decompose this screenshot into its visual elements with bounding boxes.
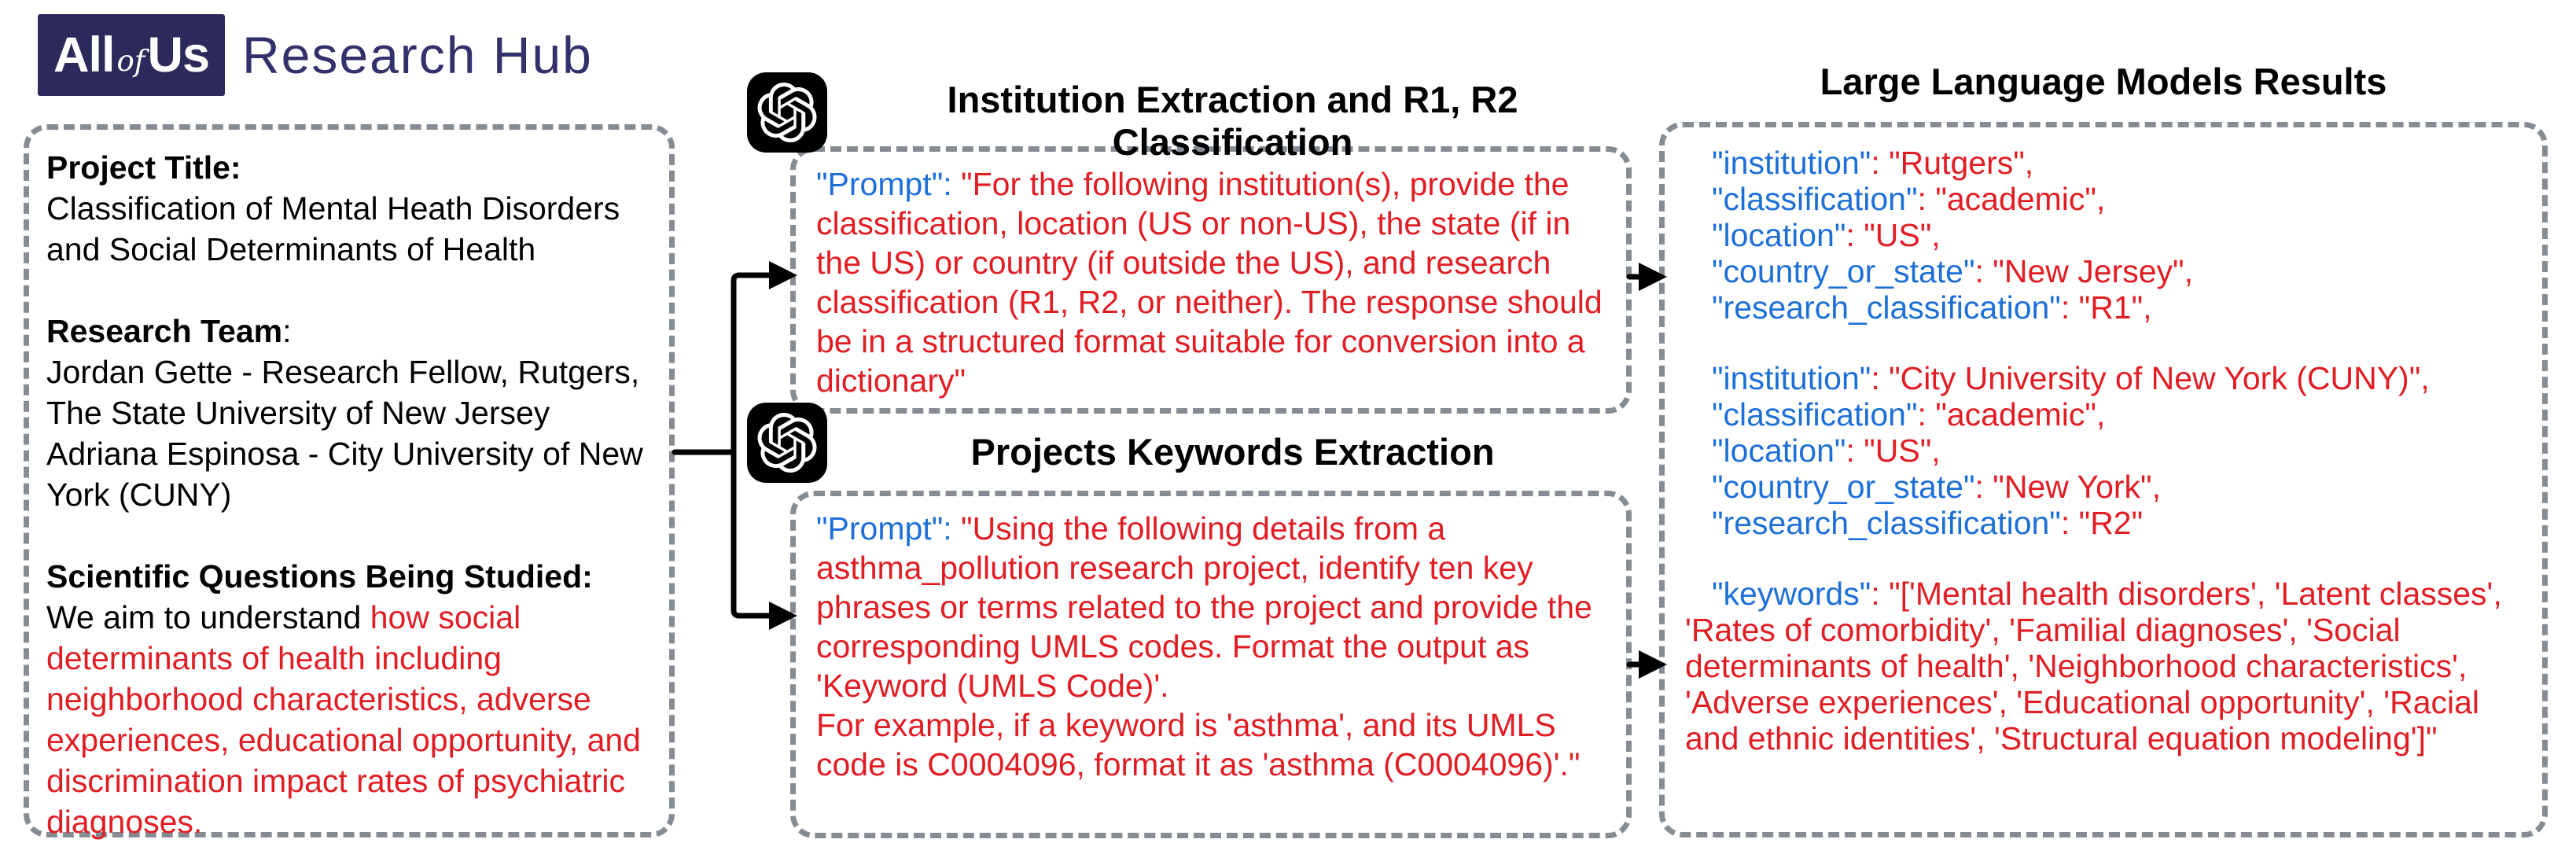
team-member-1: Jordan Gette - Research Fellow, Rutgers,… (46, 354, 640, 431)
llm-results-box: "institution": "Rutgers", "classificatio… (1659, 122, 2548, 837)
step2-prompt-value: "Using the following details from a asth… (816, 510, 1592, 704)
step2-prompt-key: "Prompt": (816, 510, 952, 547)
keywords-key: "keywords" (1712, 576, 1871, 612)
research-hub-wordmark: Research Hub (242, 26, 593, 84)
scientific-questions-label: Scientific Questions Being Studied: (46, 558, 593, 594)
result-pair: "classification": "academic", (1712, 396, 2106, 432)
logo-of-text: of (116, 43, 145, 78)
scientific-questions-section: Scientific Questions Being Studied: We a… (46, 556, 652, 842)
questions-intro-text: We aim to understand (46, 599, 370, 635)
research-team-section: Research Team: Jordan Gette - Research F… (46, 311, 652, 515)
team-member-2: Adriana Espinosa - City University of Ne… (46, 436, 643, 513)
result-pair: "research_classification": "R2" (1712, 505, 2144, 541)
project-title-text: Classification of Mental Heath Disorders… (46, 190, 620, 267)
result-pair: "research_classification": "R1", (1712, 289, 2152, 326)
questions-highlight-text: how social determinants of health includ… (46, 599, 641, 840)
step2-prompt-example: For example, if a keyword is 'asthma', a… (816, 707, 1581, 782)
research-team-label: Research Team (46, 313, 283, 349)
result-pair: "country_or_state": "New York", (1712, 469, 2162, 505)
result-pair: "institution": "City University of New Y… (1712, 360, 2430, 396)
result-pair: "location": "US", (1712, 432, 1941, 469)
result-pair: "country_or_state": "New Jersey", (1712, 253, 2193, 289)
step1-prompt-value: "For the following institution(s), provi… (816, 166, 1603, 399)
research-team-colon: : (282, 313, 292, 349)
step1-prompt-key: "Prompt": (816, 166, 952, 202)
logo-all-text: All (53, 28, 116, 83)
project-title-label: Project Title: (46, 149, 241, 186)
openai-knot-glyph (757, 83, 817, 142)
result-record-1: "institution": "Rutgers", "classificatio… (1685, 145, 2522, 326)
logo-us-text: Us (147, 28, 210, 83)
step2-prompt-box: "Prompt": "Using the following details f… (790, 491, 1632, 838)
keywords-value: : "['Mental health disorders', 'Latent c… (1685, 576, 2502, 756)
research-team-heading: Research Team: (46, 311, 652, 352)
step2-title: Projects Keywords Extraction (970, 431, 1495, 473)
result-pair: "institution": "Rutgers", (1712, 145, 2034, 181)
openai-knot-glyph (757, 413, 817, 473)
project-title-section: Project Title: Classification of Mental … (46, 147, 652, 270)
openai-icon (747, 72, 827, 153)
project-description-box: Project Title: Classification of Mental … (24, 124, 675, 840)
result-keywords: "keywords": "['Mental health disorders',… (1685, 576, 2522, 756)
result-record-2: "institution": "City University of New Y… (1685, 360, 2522, 541)
step1-title: Institution Extraction and R1, R2 Classi… (947, 79, 1518, 163)
step1-prompt-box: "Prompt": "For the following institution… (790, 146, 1632, 414)
result-pair: "location": "US", (1712, 217, 1941, 253)
results-title: Large Language Models Results (1820, 61, 2387, 102)
openai-icon (747, 403, 827, 483)
result-pair: "classification": "academic", (1712, 181, 2106, 217)
